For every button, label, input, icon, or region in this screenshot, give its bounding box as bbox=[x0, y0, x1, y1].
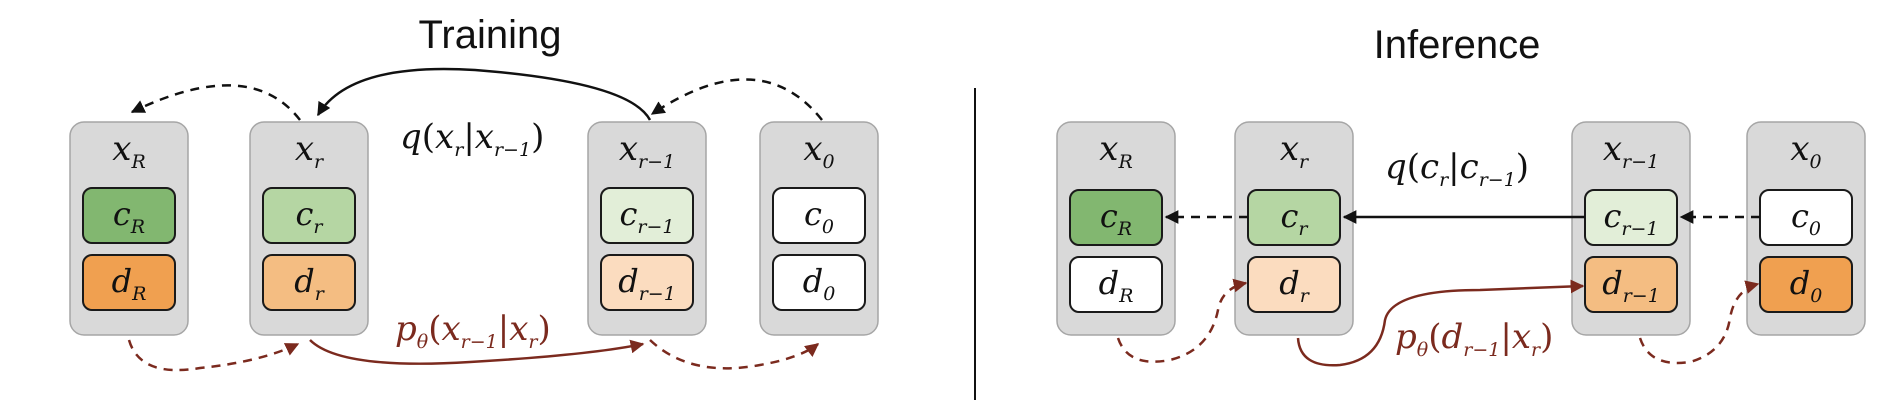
inference-text-dr: dr bbox=[1279, 264, 1310, 307]
inference-box-dR bbox=[1069, 256, 1163, 313]
training-box-dr-1 bbox=[600, 254, 694, 311]
training-title: Training bbox=[418, 13, 561, 57]
training-reverse-formula: pθ(xr−1|xr) bbox=[395, 309, 551, 353]
inference-text-dR: dR bbox=[1099, 264, 1134, 307]
training-label-xr: xr bbox=[295, 129, 325, 173]
inference-arrow-dr-1-to-d0 bbox=[1638, 280, 1760, 365]
training-label-xR: xR bbox=[112, 129, 146, 173]
inference-title: Inference bbox=[1374, 23, 1541, 67]
inference-box-d0 bbox=[1759, 256, 1853, 313]
training-box-cR bbox=[82, 187, 176, 244]
training-text-c0: c0 bbox=[804, 195, 834, 238]
training-panel: Training xR xr xr−1 x0 cR cr cr−1 c0 dR … bbox=[69, 13, 879, 372]
inference-text-d0: d0 bbox=[1790, 264, 1823, 307]
training-text-d0: d0 bbox=[803, 262, 836, 305]
training-text-dr: dr bbox=[294, 262, 325, 305]
inference-text-dr-1: dr−1 bbox=[1602, 264, 1660, 307]
inference-label-xr: xr bbox=[1280, 129, 1310, 173]
inference-text-cr: cr bbox=[1280, 197, 1309, 240]
training-label-x0: x0 bbox=[803, 129, 834, 173]
inference-box-dr bbox=[1247, 256, 1341, 313]
training-arrow-dr-to-dr-1 bbox=[309, 339, 645, 365]
training-text-cr-1: cr−1 bbox=[619, 195, 674, 238]
inference-arrow-dr-to-dr-1 bbox=[1296, 279, 1585, 367]
training-text-cr: cr bbox=[295, 195, 324, 238]
training-forward-formula: q(xr|xr−1) bbox=[400, 117, 544, 161]
inference-forward-formula: q(cr|cr−1) bbox=[1385, 147, 1529, 191]
inference-text-c0: c0 bbox=[1791, 197, 1821, 240]
training-arrow-dR-to-dr bbox=[127, 339, 300, 372]
training-arrow-xr-to-xR bbox=[130, 84, 301, 121]
training-box-dR bbox=[82, 254, 176, 311]
training-text-dR: dR bbox=[112, 262, 147, 305]
inference-label-xR: xR bbox=[1099, 129, 1133, 173]
training-label-xr-1: xr−1 bbox=[619, 129, 675, 173]
training-arrow-dr-1-to-d0 bbox=[649, 339, 820, 370]
inference-text-cR: cR bbox=[1100, 197, 1132, 240]
inference-label-x0: x0 bbox=[1790, 129, 1821, 173]
inference-reverse-formula: pθ(dr−1|xr) bbox=[1395, 317, 1553, 361]
training-box-cr bbox=[262, 187, 356, 244]
training-box-dr bbox=[262, 254, 356, 311]
inference-box-dr-1 bbox=[1584, 256, 1678, 313]
training-box-cr-1 bbox=[600, 187, 694, 244]
training-box-d0 bbox=[772, 254, 866, 311]
training-arrow-x0-to-xr-1 bbox=[650, 78, 823, 121]
inference-panel: Inference xR xr xr−1 x0 cR cr cr−1 c0 dR… bbox=[1056, 23, 1866, 367]
inference-box-cR bbox=[1069, 189, 1163, 246]
inference-text-cr-1: cr−1 bbox=[1603, 197, 1658, 240]
training-arrow-xr-1-to-xr bbox=[316, 67, 652, 121]
inference-label-xr-1: xr−1 bbox=[1603, 129, 1659, 173]
training-text-cR: cR bbox=[113, 195, 145, 238]
training-text-dr-1: dr−1 bbox=[618, 262, 676, 305]
training-box-c0 bbox=[772, 187, 866, 244]
